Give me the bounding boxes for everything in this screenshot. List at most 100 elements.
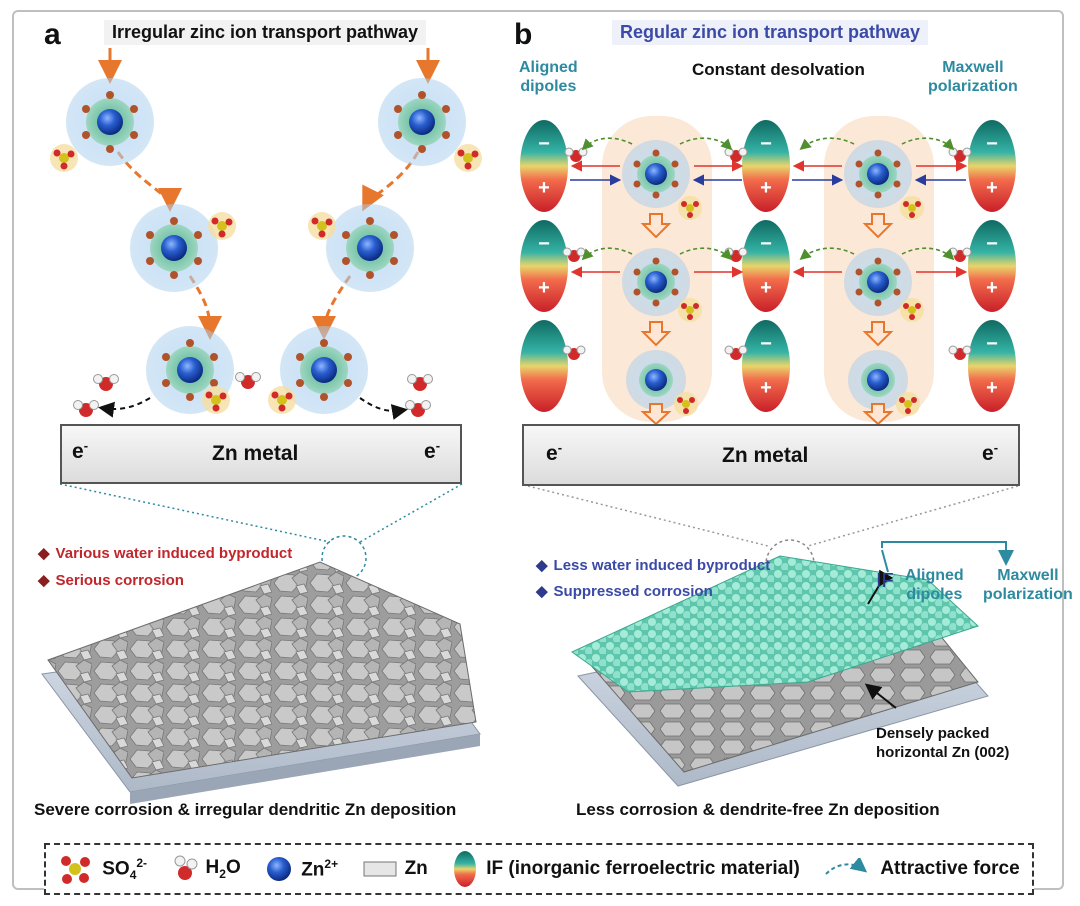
solvated-zn-cluster [844, 140, 912, 208]
water-molecule [724, 345, 748, 360]
sulfate-anion [50, 144, 78, 172]
zn-metal-electrode-a [60, 424, 462, 484]
dashed-arrow-icon [825, 858, 868, 875]
sulfate-anion [308, 212, 336, 240]
channel-down-arrow [862, 213, 894, 239]
water-molecule [235, 372, 261, 389]
svg-text:−: − [760, 133, 772, 155]
solvated-zn-cluster [378, 78, 466, 166]
electron-label-right-b: e- [982, 440, 999, 465]
zn-metal-label-b: Zn metal [722, 444, 809, 467]
ferroelectric-dipole: −+ [742, 320, 790, 412]
bullet-byproduct-a: ◆Various water induced byproduct [38, 544, 293, 563]
panel-b-label: b [514, 18, 533, 51]
svg-text:+: + [986, 277, 998, 299]
sulfate-anion [678, 196, 702, 220]
sulfate-anion [900, 196, 924, 220]
dipole-plus-sign: + [538, 177, 550, 199]
ferroelectric-dipole: −+ [968, 320, 1016, 412]
legend-sulfate: SO42- [58, 852, 147, 886]
solvated-zn-cluster [622, 140, 690, 208]
bullet-corrosion-a: ◆Serious corrosion [38, 571, 184, 590]
ferroelectric-icon [454, 851, 477, 887]
svg-text:−: − [986, 333, 998, 355]
sulfate-icon [61, 856, 91, 884]
channel-down-arrow [862, 321, 894, 347]
svg-text:+: + [760, 277, 772, 299]
sulfate-anion [454, 144, 482, 172]
svg-text:+: + [760, 177, 772, 199]
legend-zn-ion: Zn2+ [265, 855, 338, 883]
sulfate-anion [208, 212, 236, 240]
constant-desolvation-heading: Constant desolvation [692, 60, 865, 79]
water-molecule [93, 374, 119, 391]
panel-a-label: a [44, 18, 61, 51]
dipole-minus-sign: − [538, 133, 550, 155]
panel-b-caption: Less corrosion & dendrite-free Zn deposi… [576, 800, 940, 819]
legend-zn-metal: Zn [363, 858, 428, 880]
water-molecule [948, 247, 972, 262]
zn-metal-electrode-b [522, 424, 1020, 486]
ferroelectric-dipole: −+ [520, 220, 568, 312]
electron-label-right-a: e- [424, 438, 441, 463]
sulfate-anion [674, 392, 698, 416]
water-molecule [407, 374, 433, 391]
if-label: IF [876, 570, 894, 592]
water-icon [174, 855, 198, 880]
panel-b-title: Regular zinc ion transport pathway [612, 20, 929, 45]
svg-text:+: + [538, 277, 550, 299]
solvated-zn-cluster [280, 326, 368, 414]
panel-a-pathway-illustration [50, 48, 482, 420]
zn-metal-label-a: Zn metal [212, 442, 299, 465]
sulfate-anion [678, 298, 702, 322]
water-molecule [405, 400, 431, 417]
ferroelectric-dipole: −+ [742, 220, 790, 312]
water-release-arrow-right [359, 397, 408, 420]
svg-text:+: + [986, 177, 998, 199]
panel-a-deposition-illustration [41, 484, 481, 804]
solvated-zn-cluster [326, 204, 414, 292]
svg-text:−: − [986, 233, 998, 255]
solvated-zn-cluster [626, 350, 686, 410]
zoom-circle-a [321, 535, 367, 581]
ferroelectric-dipole: −+ [968, 120, 1016, 212]
water-molecule [948, 345, 972, 360]
solvated-zn-cluster [622, 248, 690, 316]
electron-label-left-b: e- [546, 440, 563, 465]
water-molecule [564, 147, 588, 162]
pathway-left-1 [116, 151, 182, 212]
water-release-arrow-left [98, 397, 151, 418]
water-molecule [562, 345, 586, 360]
bullet-byproduct-b: ◆Less water induced byproduct [536, 556, 771, 575]
panel-b-pathway-illustration: −+ −+ −+ −+ −+ −+ −+ −+ [520, 116, 1016, 426]
ferroelectric-dipole: −+ [520, 120, 568, 212]
svg-text:−: − [538, 233, 550, 255]
legend-water: H2O [172, 853, 241, 885]
svg-text:+: + [760, 377, 772, 399]
panel-a-caption: Severe corrosion & irregular dendritic Z… [34, 800, 457, 819]
solvated-zn-cluster [66, 78, 154, 166]
water-molecule [948, 147, 972, 162]
dendritic-zn-deposit [47, 561, 477, 779]
bullet-corrosion-b: ◆Suppressed corrosion [536, 582, 713, 601]
water-molecule [73, 400, 99, 417]
legend-attractive-force: Attractive force [824, 858, 1020, 880]
legend-ferroelectric: IF (inorganic ferroelectric material) [452, 849, 800, 889]
sulfate-anion [896, 392, 920, 416]
sulfate-anion [202, 386, 230, 414]
ferroelectric-dipole: −+ [742, 120, 790, 212]
legend-box: SO42- H2O Zn2+ Zn IF (inorganic ferroele… [44, 843, 1034, 895]
svg-text:+: + [986, 377, 998, 399]
panel-a-title: Irregular zinc ion transport pathway [104, 20, 427, 45]
channel-down-arrow [640, 321, 672, 347]
zn-metal-icon [363, 861, 397, 877]
svg-text:−: − [986, 133, 998, 155]
pathway-right-1 [362, 151, 420, 212]
ferroelectric-dipole [520, 320, 568, 412]
svg-text:−: − [760, 233, 772, 255]
